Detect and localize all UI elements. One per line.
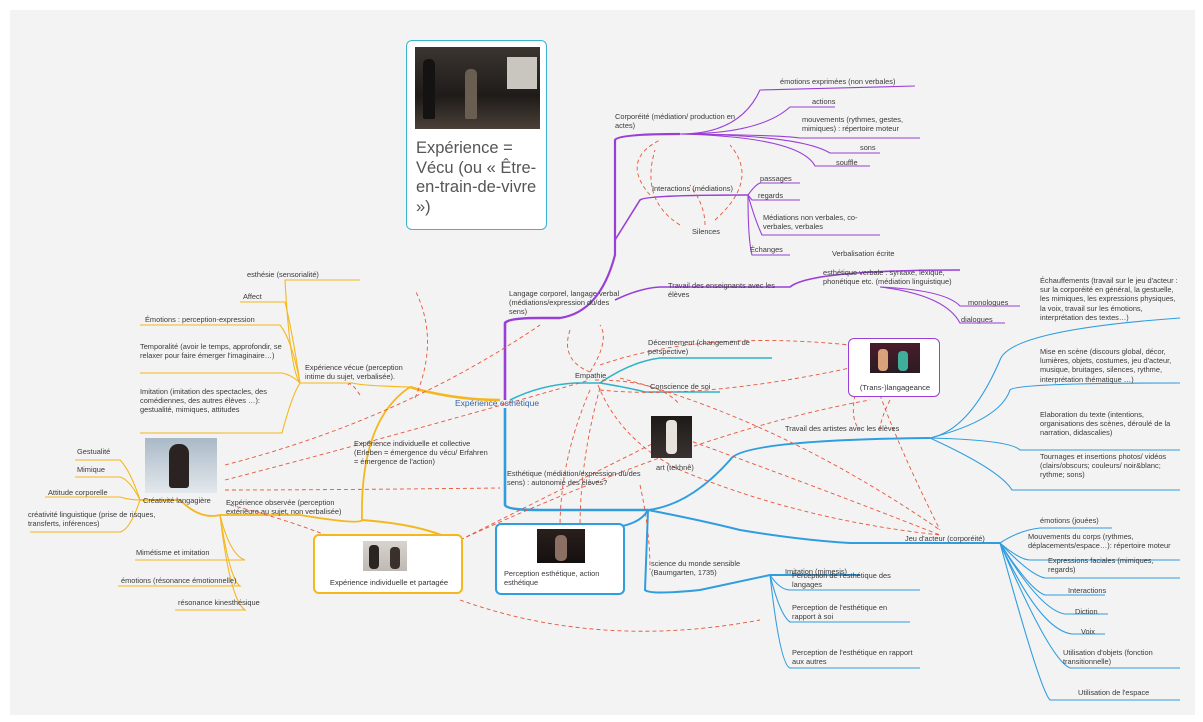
mindmap-canvas[interactable] [10,10,1195,715]
singer-photo [145,438,217,493]
node-utilisation-objets[interactable]: Utilisation d'objets (fonction transitio… [1063,648,1153,667]
node-imitation-spectacles[interactable]: Imitation (imitation des spectacles, des… [140,387,267,415]
node-mimetisme[interactable]: Mimétisme et imitation [136,548,210,557]
experience-partagee-label: Expérience individuelle et partagée [329,578,449,587]
node-souffle[interactable]: souffle [836,158,858,167]
node-emotions-perception[interactable]: Émotions : perception-expression [145,315,255,324]
node-art-tekhne[interactable]: art (tekhnê) [656,463,694,472]
experience-vecu-title: Expérience = Vécu (ou « Être-en-train-de… [416,139,537,216]
node-monologues[interactable]: monologues [968,298,1009,307]
node-esthetique-verbale[interactable]: esthétique verbale : syntaxe, lexique, p… [823,268,952,287]
performers-photo [870,343,920,373]
translangageance-card[interactable]: (Trans-)langageance [848,338,940,397]
node-elaboration-texte[interactable]: Elaboration du texte (intentions, organi… [1040,410,1171,438]
node-esthesie[interactable]: esthésie (sensorialité) [247,270,319,279]
dancer-photo [651,416,692,458]
performer-b [898,351,908,371]
node-silences[interactable]: Silences [692,227,720,236]
node-affect[interactable]: Affect [243,292,262,301]
node-corporeite[interactable]: Corporéité (médiation/ production en act… [615,112,735,131]
boxer-right [390,547,400,569]
node-gestualite[interactable]: Gestualité [77,447,111,456]
node-regards[interactable]: regards [758,191,784,200]
node-perception-autres[interactable]: Perception de l'esthétique en rapport au… [792,648,913,667]
node-mise-en-scene[interactable]: Mise en scène (discours global, décor, l… [1040,347,1172,384]
branch-purple-travail [614,269,961,301]
screen-projection [507,57,537,89]
stage-figure [555,535,567,561]
translangageance-label: (Trans-)langageance [859,383,931,392]
node-emotions-resonance[interactable]: émotions (résonance émotionnelle) [121,576,237,585]
performer-right-figure [465,69,477,119]
perception-action-card[interactable]: Perception esthétique, action esthétique [495,523,625,595]
node-experience-observee[interactable]: Expérience observée (perception extérieu… [226,498,342,517]
node-dialogues[interactable]: dialogues [961,315,993,324]
node-temporalite[interactable]: Temporalité (avoir le temps, approfondir… [140,342,282,361]
node-emotions-exprimees[interactable]: émotions exprimées (non verbales) [780,77,896,86]
central-node[interactable]: Expérience esthétique [455,398,540,408]
node-utilisation-espace[interactable]: Utilisation de l'espace [1078,688,1150,697]
node-resonance-kinesthesique[interactable]: résonance kinesthésique [178,598,260,607]
node-experience-vecue[interactable]: Expérience vécue (perception intime du s… [305,363,403,382]
perception-action-label: Perception esthétique, action esthétique [504,569,600,588]
node-mediations-non-verbales[interactable]: Médiations non verbales, co-verbales, ve… [763,213,858,232]
boxer-left [369,545,379,569]
experience-partagee-card[interactable]: Expérience individuelle et partagée [313,534,463,594]
performer-a [878,349,888,371]
performer-left-figure [423,59,435,119]
node-verbalisation-ecrite[interactable]: Verbalisation écrite [832,249,895,258]
node-interactions-mediations[interactable]: Interactions (médiations) [652,184,733,193]
singer-figure [169,444,189,488]
node-travail-artistes[interactable]: Travail des artistes avec les élèves [785,424,900,433]
node-tournages[interactable]: Tournages et insertions photos/ vidéos (… [1040,452,1167,480]
stage-light-photo [537,529,585,563]
node-travail-enseignants[interactable]: Travail des enseignants avec les élèves [668,281,775,300]
node-esthetique-mediation[interactable]: Esthétique (médiation/expression du/des … [507,469,641,488]
node-mouvements[interactable]: mouvements (rythmes, gestes, mimiques) :… [802,115,904,134]
node-experience-individuelle-collective[interactable]: Expérience individuelle et collective (E… [354,439,488,467]
node-actions[interactable]: actions [812,97,836,106]
node-interactions-jeu[interactable]: Interactions [1068,586,1107,595]
boxing-photo [363,541,407,571]
node-expressions-faciales[interactable]: Expressions faciales (mimiques, regards) [1048,556,1154,575]
node-perception-soi[interactable]: Perception de l'esthétique en rapport à … [792,603,888,622]
node-imitation-mimesis[interactable]: Imitation (mimesis) [785,567,848,576]
node-creativite-linguistique[interactable]: créativité linguistique (prise de risque… [28,510,156,529]
node-diction[interactable]: Diction [1075,607,1098,616]
node-passages[interactable]: passages [760,174,792,183]
dancer-figure [666,420,677,454]
node-mouvements-corps[interactable]: Mouvements du corps (rythmes, déplacemen… [1028,532,1171,551]
node-decentrement[interactable]: Décentrement (changement de perspective) [648,338,750,357]
node-jeu-acteur[interactable]: Jeu d'acteur (corporéité) [905,534,985,543]
node-voix[interactable]: Voix [1081,627,1095,636]
node-empathie[interactable]: Empathie [575,371,607,380]
branch-purple-langage [559,132,681,320]
branch-yellow-main [409,385,501,402]
node-creativite-langagiere[interactable]: Créativité langagière [143,496,211,505]
node-langage-corporel[interactable]: Langage corporel, langage verbal (médiat… [509,289,620,317]
experience-vecu-card[interactable]: Expérience = Vécu (ou « Être-en-train-de… [406,40,547,230]
node-conscience-de-soi[interactable]: Conscience de soi [650,382,711,391]
node-emotions-jouees[interactable]: émotions (jouées) [1040,516,1099,525]
two-performers-on-stage-photo [415,47,540,129]
node-echanges[interactable]: Échanges [750,245,783,254]
node-attitude-corporelle[interactable]: Attitude corporelle [48,488,108,497]
node-perception-langages[interactable]: Perception de l'esthétique des langages [792,571,891,590]
node-mimique[interactable]: Mimique [77,465,105,474]
node-sons[interactable]: sons [860,143,876,152]
branch-purple-main [503,316,560,400]
node-echauffements[interactable]: Échauffements (travail sur le jeu d'acte… [1040,276,1178,322]
node-science-monde-sensible[interactable]: science du monde sensible (Baumgarten, 1… [651,559,741,578]
branch-purple-interactions [614,194,749,241]
